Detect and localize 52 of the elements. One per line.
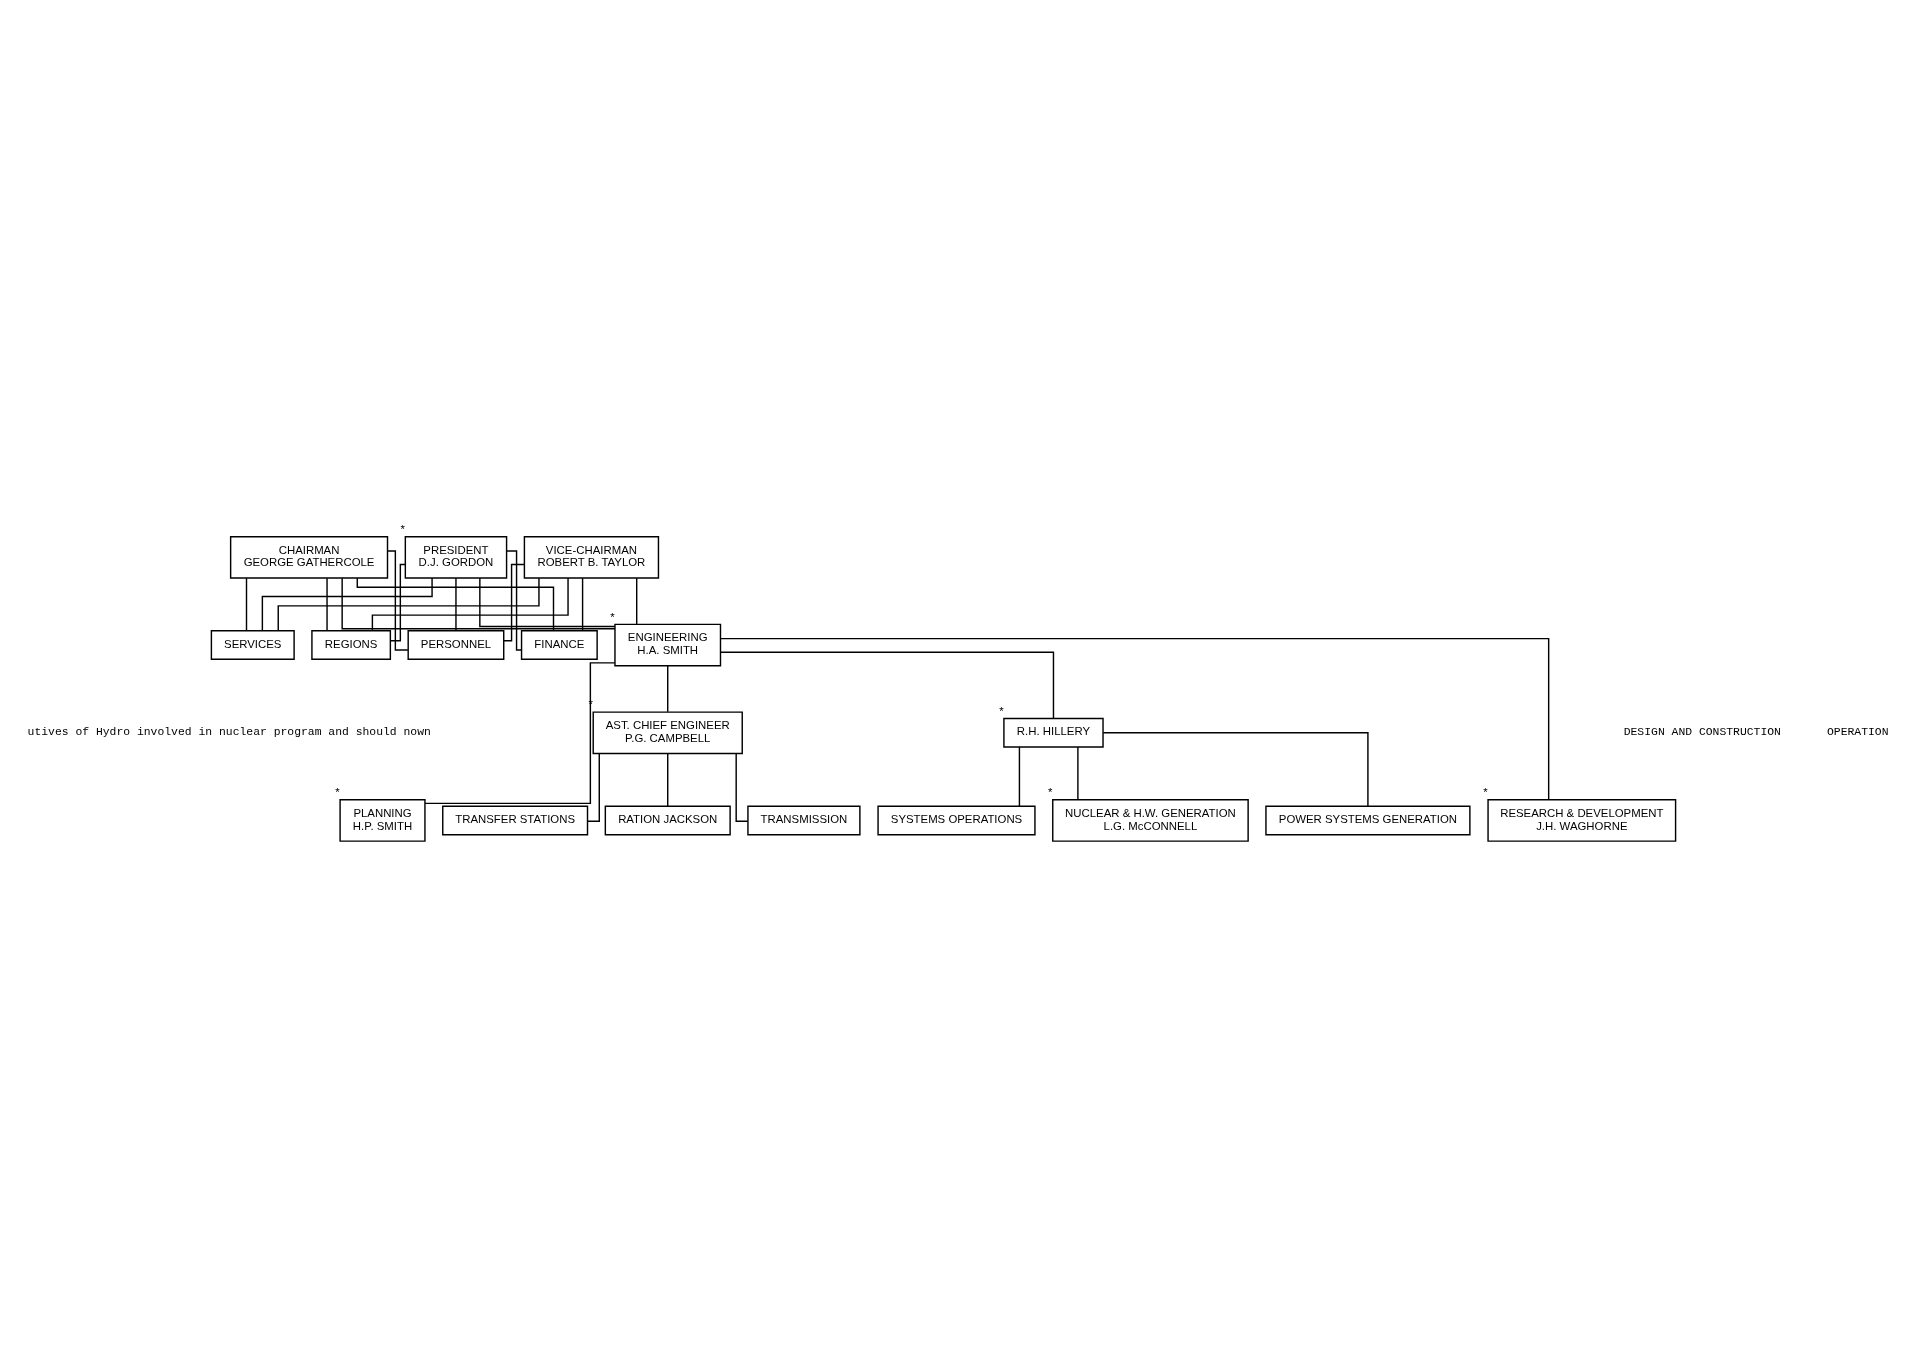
node-box: SERVICES bbox=[210, 629, 295, 660]
connector bbox=[667, 664, 669, 713]
node-box: PLANNING H.P. SMITH bbox=[339, 798, 426, 842]
connector bbox=[667, 752, 669, 807]
node-label: * bbox=[335, 785, 340, 798]
node-box: AST. CHIEF ENGINEER P.G. CAMPBELL bbox=[592, 710, 743, 754]
node-label: * bbox=[999, 704, 1004, 717]
node-box: RATION JACKSON bbox=[604, 805, 731, 835]
connector bbox=[371, 577, 569, 631]
node-label: * bbox=[610, 610, 615, 623]
node-box: VICE-CHAIRMAN ROBERT B. TAYLOR bbox=[523, 535, 660, 579]
node-label: * bbox=[1483, 785, 1488, 798]
node-box: PRESIDENT D.J. GORDON bbox=[404, 535, 508, 579]
label: OPERATION bbox=[1827, 725, 1889, 738]
node-box: RESEARCH & DEVELOPMENT J.H. WAGHORNE bbox=[1487, 798, 1677, 842]
node-label: * bbox=[400, 522, 406, 535]
connector bbox=[1018, 745, 1021, 807]
node-box: TRANSFER STATIONS bbox=[442, 805, 589, 835]
connector bbox=[586, 752, 600, 822]
connector bbox=[341, 576, 616, 629]
node-box: POWER SYSTEMS GENERATION bbox=[1265, 805, 1471, 835]
connector bbox=[719, 637, 1550, 800]
connector bbox=[386, 549, 409, 651]
connector bbox=[389, 563, 406, 641]
node-box: REGIONS bbox=[311, 629, 392, 660]
connector bbox=[506, 549, 523, 651]
node-box: SYSTEMS OPERATIONS bbox=[877, 805, 1036, 835]
node-box: NUCLEAR & H.W. GENERATION L.G. McCONNELL bbox=[1052, 798, 1249, 842]
node-box: CHAIRMAN GEORGE GATHERCOLE bbox=[229, 535, 389, 579]
label: utives of Hydro involved in nuclear program and should nown bbox=[27, 725, 431, 738]
connector bbox=[719, 651, 1055, 719]
connector bbox=[479, 576, 616, 627]
node-box: ENGINEERING H.A. SMITH bbox=[614, 623, 722, 666]
connector bbox=[455, 576, 457, 631]
label: DESIGN AND CONSTRUCTION bbox=[1623, 725, 1781, 738]
node-box: R.H. HILLERY bbox=[1003, 717, 1104, 748]
connector bbox=[581, 576, 584, 631]
node-box: FINANCE bbox=[520, 629, 598, 660]
connector bbox=[277, 577, 540, 631]
connector bbox=[245, 576, 248, 631]
connector bbox=[636, 576, 638, 625]
connector bbox=[1077, 745, 1079, 800]
connector bbox=[356, 576, 555, 631]
connector bbox=[261, 576, 433, 631]
connector bbox=[326, 576, 328, 631]
connector bbox=[1102, 731, 1369, 807]
connector bbox=[424, 661, 616, 804]
connector bbox=[735, 752, 749, 822]
node-box: TRANSMISSION bbox=[747, 805, 861, 835]
node-label: * bbox=[1048, 785, 1053, 798]
connector bbox=[503, 563, 526, 641]
node-box: PERSONNEL bbox=[407, 629, 505, 660]
